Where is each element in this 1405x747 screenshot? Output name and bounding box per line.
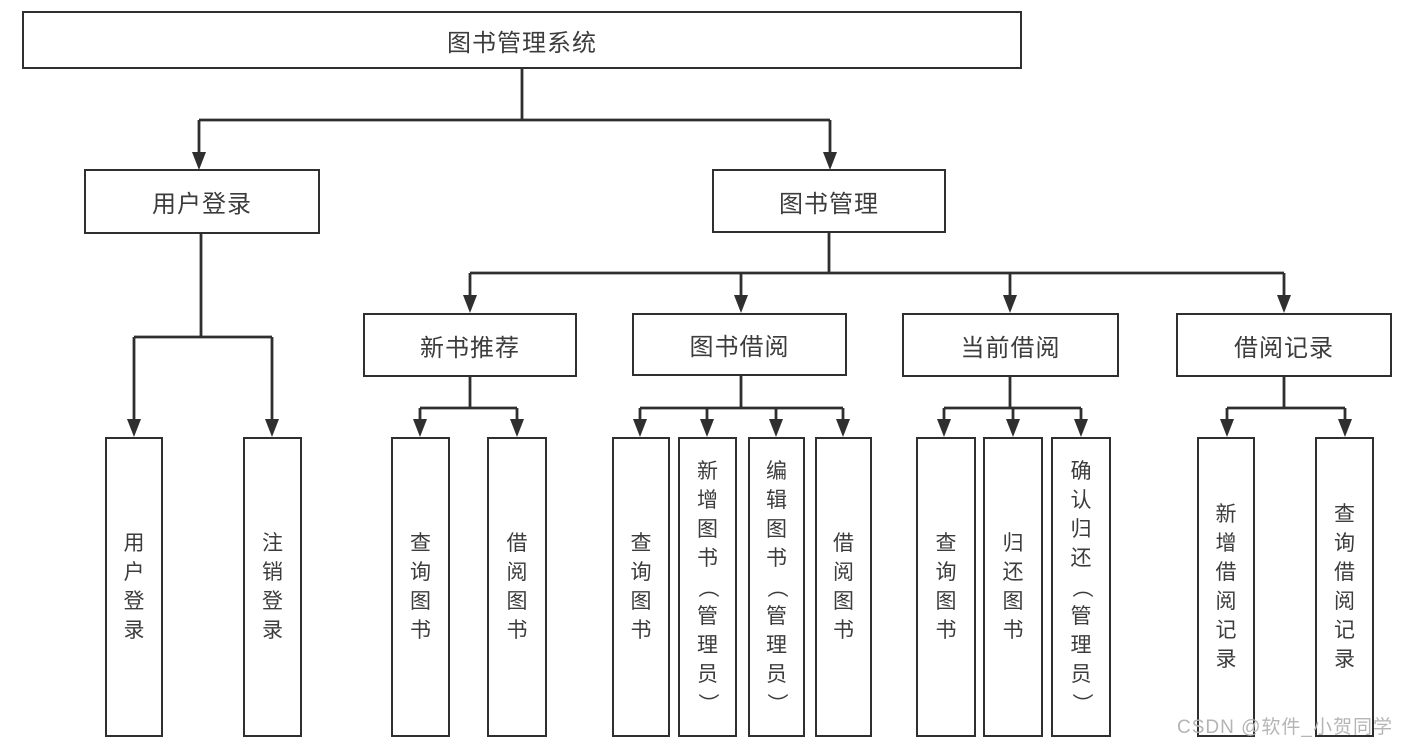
node-label: 查询图书 [935, 532, 957, 642]
node-label: 查询借阅记录 [1334, 503, 1355, 671]
node-label: 借阅图书 [833, 532, 854, 642]
node-label: 当前借阅 [960, 334, 1061, 362]
leaf-edit-book-admin: 编辑图书（管理员） [748, 437, 805, 737]
node-label: 图书管理系统 [447, 29, 597, 57]
node-label: 借阅记录 [1234, 334, 1334, 362]
node-label: 图书借阅 [689, 334, 790, 361]
node-label: 新书推荐 [420, 334, 520, 362]
node-current-borrowing: 当前借阅 [902, 313, 1119, 377]
leaf-add-borrow-record: 新增借阅记录 [1197, 437, 1255, 737]
node-label: 图书管理 [779, 190, 879, 218]
node-label: 借阅图书 [506, 532, 528, 642]
node-label: 用户登录 [123, 532, 145, 642]
csdn-watermark: CSDN @软件_小贺同学 [1177, 717, 1393, 738]
leaf-user-login: 用户登录 [105, 437, 163, 737]
leaf-logout: 注销登录 [243, 437, 302, 737]
leaf-confirm-return-admin: 确认归还（管理员） [1051, 437, 1111, 737]
node-label: 归还图书 [1002, 532, 1024, 642]
node-library-management-system: 图书管理系统 [22, 11, 1022, 69]
node-label: 查询图书 [410, 532, 431, 642]
leaf-query-book: 查询图书 [612, 437, 670, 737]
leaf-query-book: 查询图书 [916, 437, 976, 737]
node-user-login: 用户登录 [84, 169, 320, 234]
leaf-add-book-admin: 新增图书（管理员） [678, 437, 737, 737]
node-borrowing-records: 借阅记录 [1176, 313, 1392, 377]
node-label: 注销登录 [262, 532, 283, 642]
leaf-borrow-book: 借阅图书 [815, 437, 872, 737]
node-label: 查询图书 [630, 532, 652, 642]
leaf-return-book: 归还图书 [983, 437, 1043, 737]
leaf-borrow-book: 借阅图书 [487, 437, 547, 737]
leaf-query-borrow-record: 查询借阅记录 [1315, 437, 1374, 737]
node-label: 新增图书（管理员） [696, 459, 719, 714]
node-label: 新增借阅记录 [1215, 503, 1237, 671]
node-book-management: 图书管理 [712, 169, 946, 233]
node-label: 编辑图书（管理员） [765, 459, 788, 714]
node-new-book-recommend: 新书推荐 [363, 313, 577, 377]
node-label: 确认归还（管理员） [1069, 459, 1093, 714]
leaf-query-book: 查询图书 [391, 437, 450, 737]
node-book-borrowing: 图书借阅 [632, 313, 847, 376]
node-label: 用户登录 [152, 191, 252, 218]
